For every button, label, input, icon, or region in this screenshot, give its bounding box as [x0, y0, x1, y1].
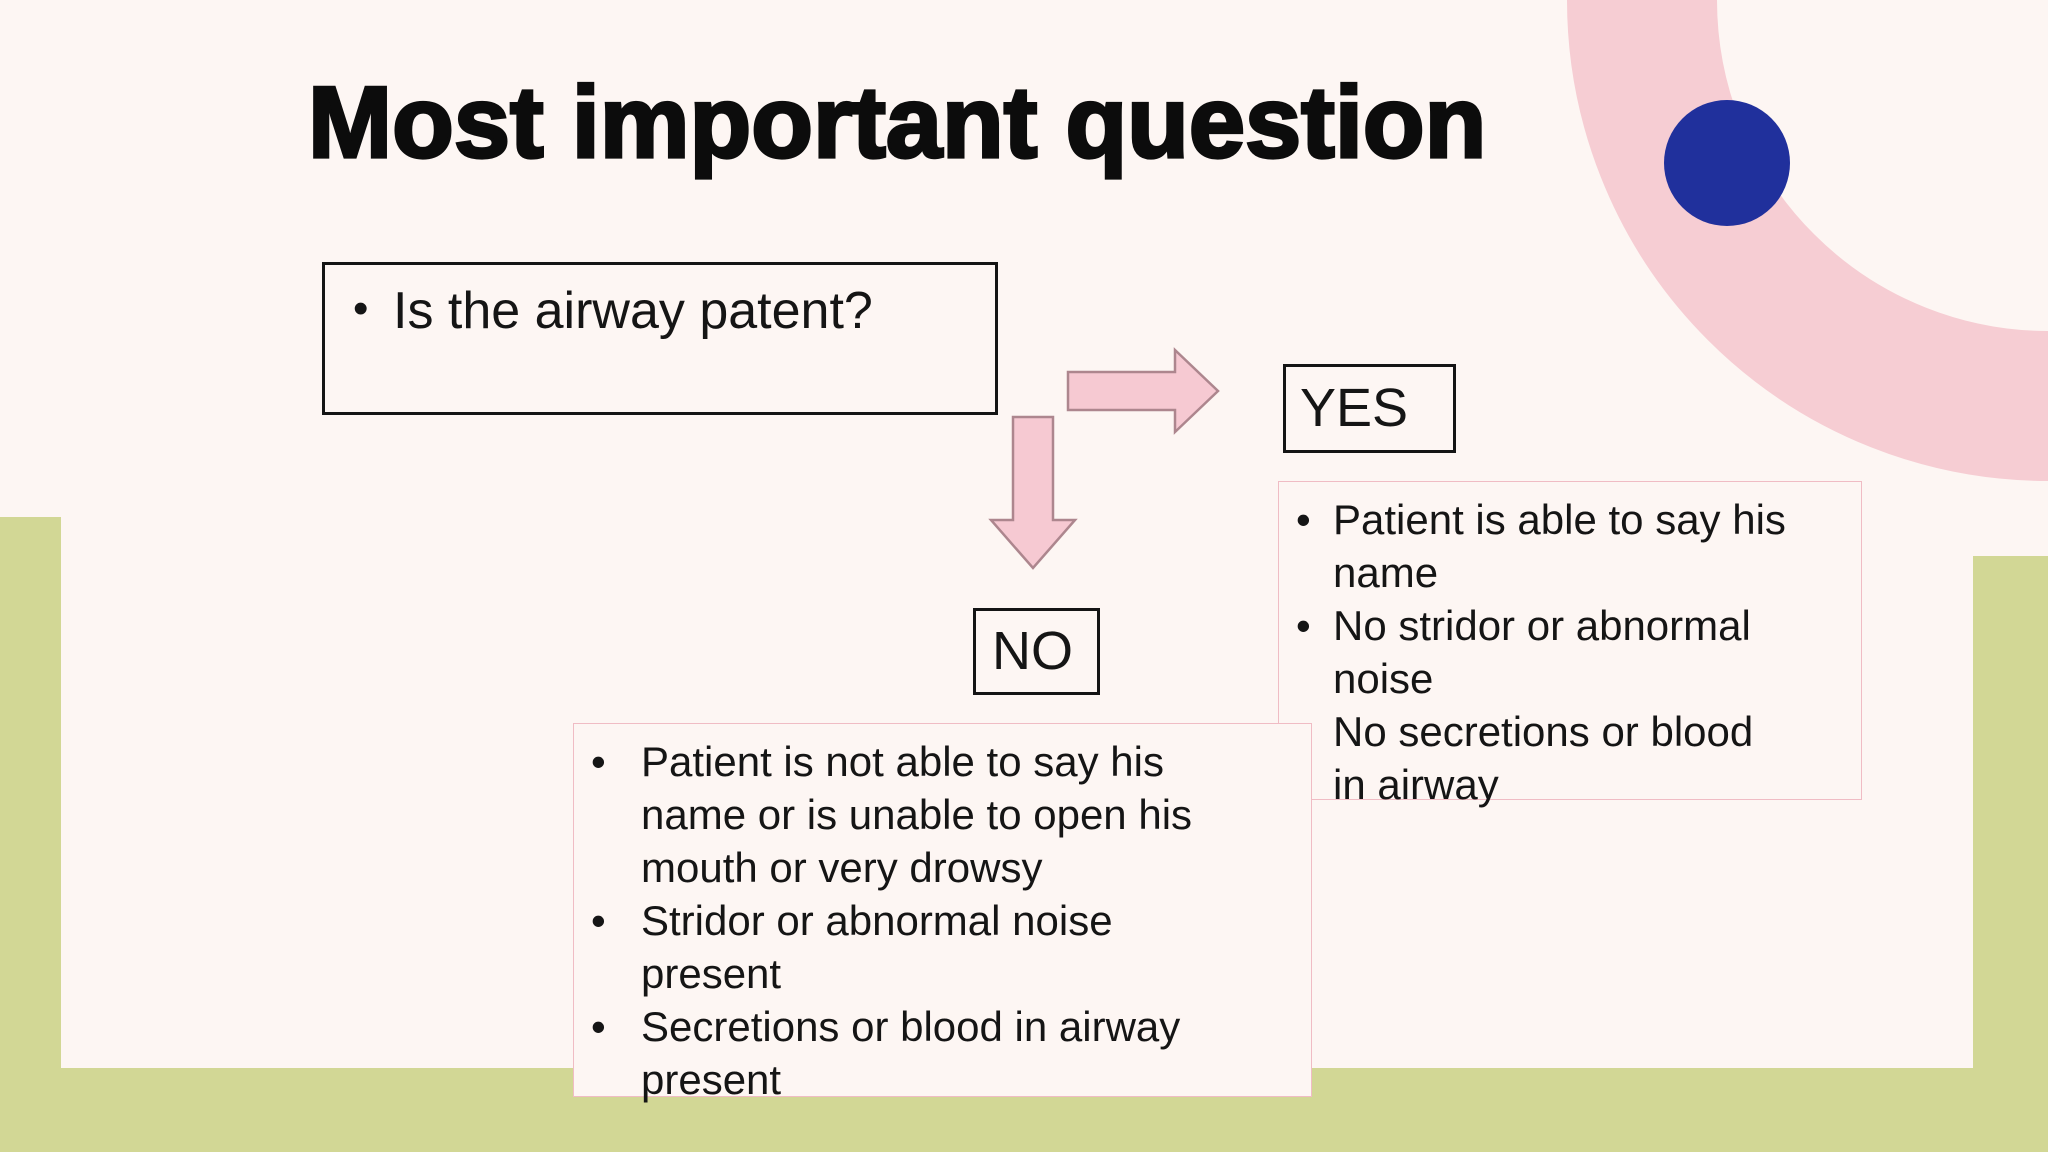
bullet-dot: •: [1296, 496, 1311, 543]
green-left-strip: [0, 517, 61, 1152]
no-point-2: Stridor or abnormal noise present: [641, 897, 1113, 997]
question-bullet-item: • Is the airway patent?: [353, 281, 995, 341]
arrow-down-icon: [988, 415, 1078, 570]
bullet-dot: •: [353, 284, 369, 333]
pink-arc-decoration: [1567, 0, 2048, 481]
list-item: • Patient is able to say his name: [1296, 493, 1855, 599]
list-item: • Secretions or blood in airway present: [591, 1000, 1305, 1106]
no-box: NO: [973, 608, 1100, 695]
bullet-dot: •: [591, 1003, 606, 1050]
no-point-3: Secretions or blood in airway present: [641, 1003, 1181, 1103]
question-text: Is the airway patent?: [393, 282, 873, 340]
yes-point-3: No secretions or blood in airway: [1333, 708, 1754, 808]
list-item: • No secretions or blood in airway: [1296, 705, 1855, 811]
yes-details-box: • Patient is able to say his name • No s…: [1278, 481, 1862, 808]
no-details-box: • Patient is not able to say his name or…: [573, 723, 1312, 1103]
bullet-dot: •: [1296, 602, 1311, 649]
slide-title: Most important question: [306, 65, 1487, 180]
blue-circle-decoration: [1664, 100, 1790, 226]
bullet-dot: •: [591, 897, 606, 944]
arrow-right-icon: [1066, 347, 1220, 435]
yes-label: YES: [1300, 378, 1409, 438]
yes-box: YES: [1283, 364, 1456, 453]
green-right-strip: [1973, 556, 2048, 1152]
question-box: • Is the airway patent?: [322, 262, 998, 415]
no-label: NO: [992, 621, 1073, 681]
list-item: • Stridor or abnormal noise present: [591, 894, 1305, 1000]
bullet-dot: •: [591, 738, 606, 785]
no-point-1: Patient is not able to say his name or i…: [641, 738, 1193, 891]
yes-point-1: Patient is able to say his name: [1333, 496, 1786, 596]
list-item: • No stridor or abnormal noise: [1296, 599, 1855, 705]
list-item: • Patient is not able to say his name or…: [591, 735, 1305, 894]
yes-point-2: No stridor or abnormal noise: [1333, 602, 1751, 702]
